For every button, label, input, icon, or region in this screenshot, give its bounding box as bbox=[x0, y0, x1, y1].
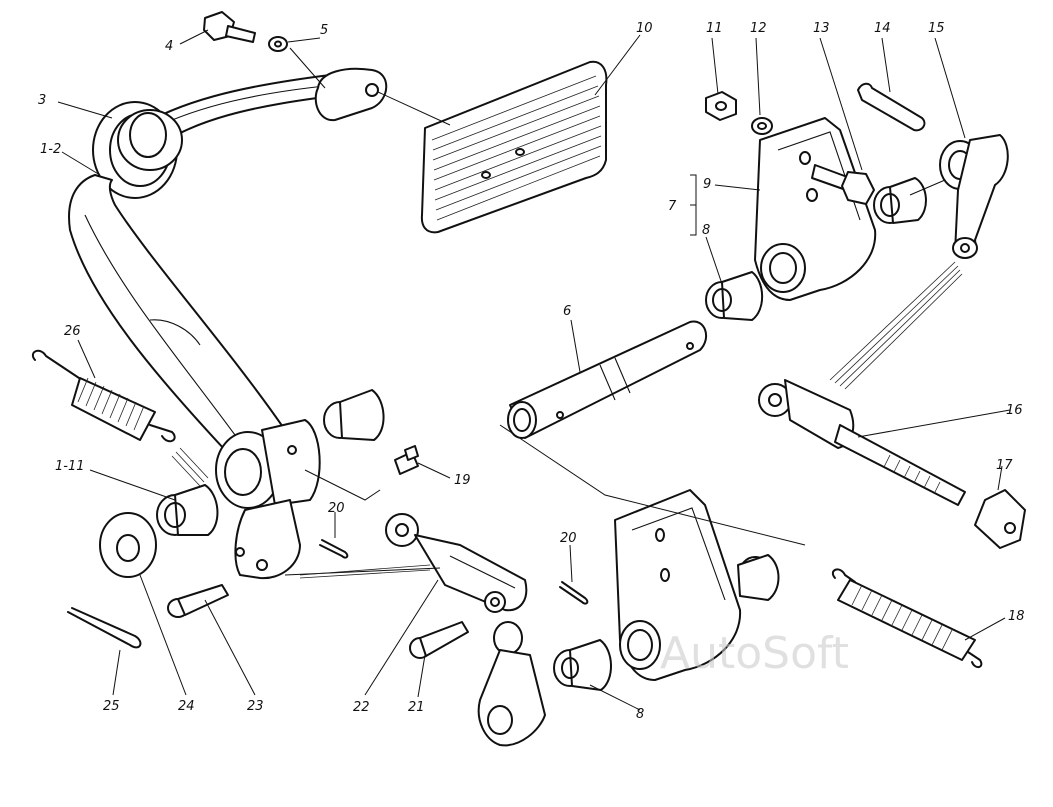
callout-6: 6 bbox=[563, 304, 571, 319]
pin-23 bbox=[167, 584, 229, 618]
bushing-upper bbox=[873, 177, 927, 224]
callouts: 4 5 3 1-2 10 11 12 13 14 15 9 7 8 6 26 1… bbox=[38, 21, 1025, 722]
callout-8-upper: 8 bbox=[702, 223, 710, 238]
callout-12: 12 bbox=[750, 21, 767, 36]
callout-20-left: 20 bbox=[328, 501, 345, 516]
bracket-9 bbox=[754, 117, 877, 301]
cotter-pin-14 bbox=[857, 82, 926, 132]
clevis-22 bbox=[385, 513, 528, 613]
callout-26: 26 bbox=[64, 324, 81, 339]
spring-18 bbox=[831, 568, 983, 668]
callout-17: 17 bbox=[996, 458, 1013, 473]
bushing-hub bbox=[323, 389, 385, 441]
callout-1-11: 1-11 bbox=[55, 459, 85, 474]
callout-24: 24 bbox=[178, 699, 195, 714]
callout-25: 25 bbox=[103, 699, 120, 714]
shaft-6 bbox=[507, 320, 708, 439]
callout-9: 9 bbox=[703, 177, 711, 192]
bushing-1-11 bbox=[156, 484, 219, 536]
watermark: AutoSoft bbox=[660, 628, 849, 679]
callout-3: 3 bbox=[38, 93, 46, 108]
callout-5: 5 bbox=[320, 23, 328, 38]
washer-12 bbox=[751, 117, 773, 135]
callout-15: 15 bbox=[928, 21, 945, 36]
callout-16: 16 bbox=[1006, 403, 1023, 418]
bolt-4 bbox=[203, 11, 256, 43]
callout-19: 19 bbox=[454, 473, 471, 488]
lever-15 bbox=[939, 134, 1009, 259]
pin-21 bbox=[409, 621, 469, 659]
callout-22: 22 bbox=[353, 700, 370, 715]
pedal-pad bbox=[420, 60, 608, 234]
bolt-13 bbox=[811, 164, 875, 205]
pedal-lever bbox=[68, 67, 388, 580]
washer-5 bbox=[268, 36, 288, 52]
washer-24 bbox=[99, 512, 157, 578]
callout-7: 7 bbox=[668, 199, 677, 214]
callout-18: 18 bbox=[1008, 609, 1025, 624]
callout-14: 14 bbox=[874, 21, 891, 36]
callout-13: 13 bbox=[813, 21, 830, 36]
nut-17 bbox=[974, 489, 1026, 549]
callout-11: 11 bbox=[706, 21, 723, 36]
leader-lines bbox=[57, 29, 1011, 711]
cotter-pin-20b bbox=[559, 581, 589, 605]
cotter-pin-20a bbox=[319, 539, 349, 559]
cotter-pin-25 bbox=[67, 607, 142, 649]
bushing-8-lower bbox=[553, 639, 612, 691]
callout-20-right: 20 bbox=[560, 531, 577, 546]
nut-11 bbox=[705, 91, 737, 121]
spring-26 bbox=[31, 349, 176, 443]
callout-23: 23 bbox=[247, 699, 264, 714]
bracket-lower bbox=[614, 489, 780, 681]
rod-16 bbox=[758, 379, 966, 506]
callout-10: 10 bbox=[636, 21, 653, 36]
callout-4: 4 bbox=[165, 39, 173, 54]
bushing-8-upper bbox=[705, 271, 764, 321]
callout-21: 21 bbox=[408, 700, 425, 715]
grease-fitting-19 bbox=[394, 445, 419, 475]
callout-8-lower: 8 bbox=[636, 707, 644, 722]
callout-1-2: 1-2 bbox=[40, 142, 61, 157]
lever-lower bbox=[477, 621, 546, 747]
